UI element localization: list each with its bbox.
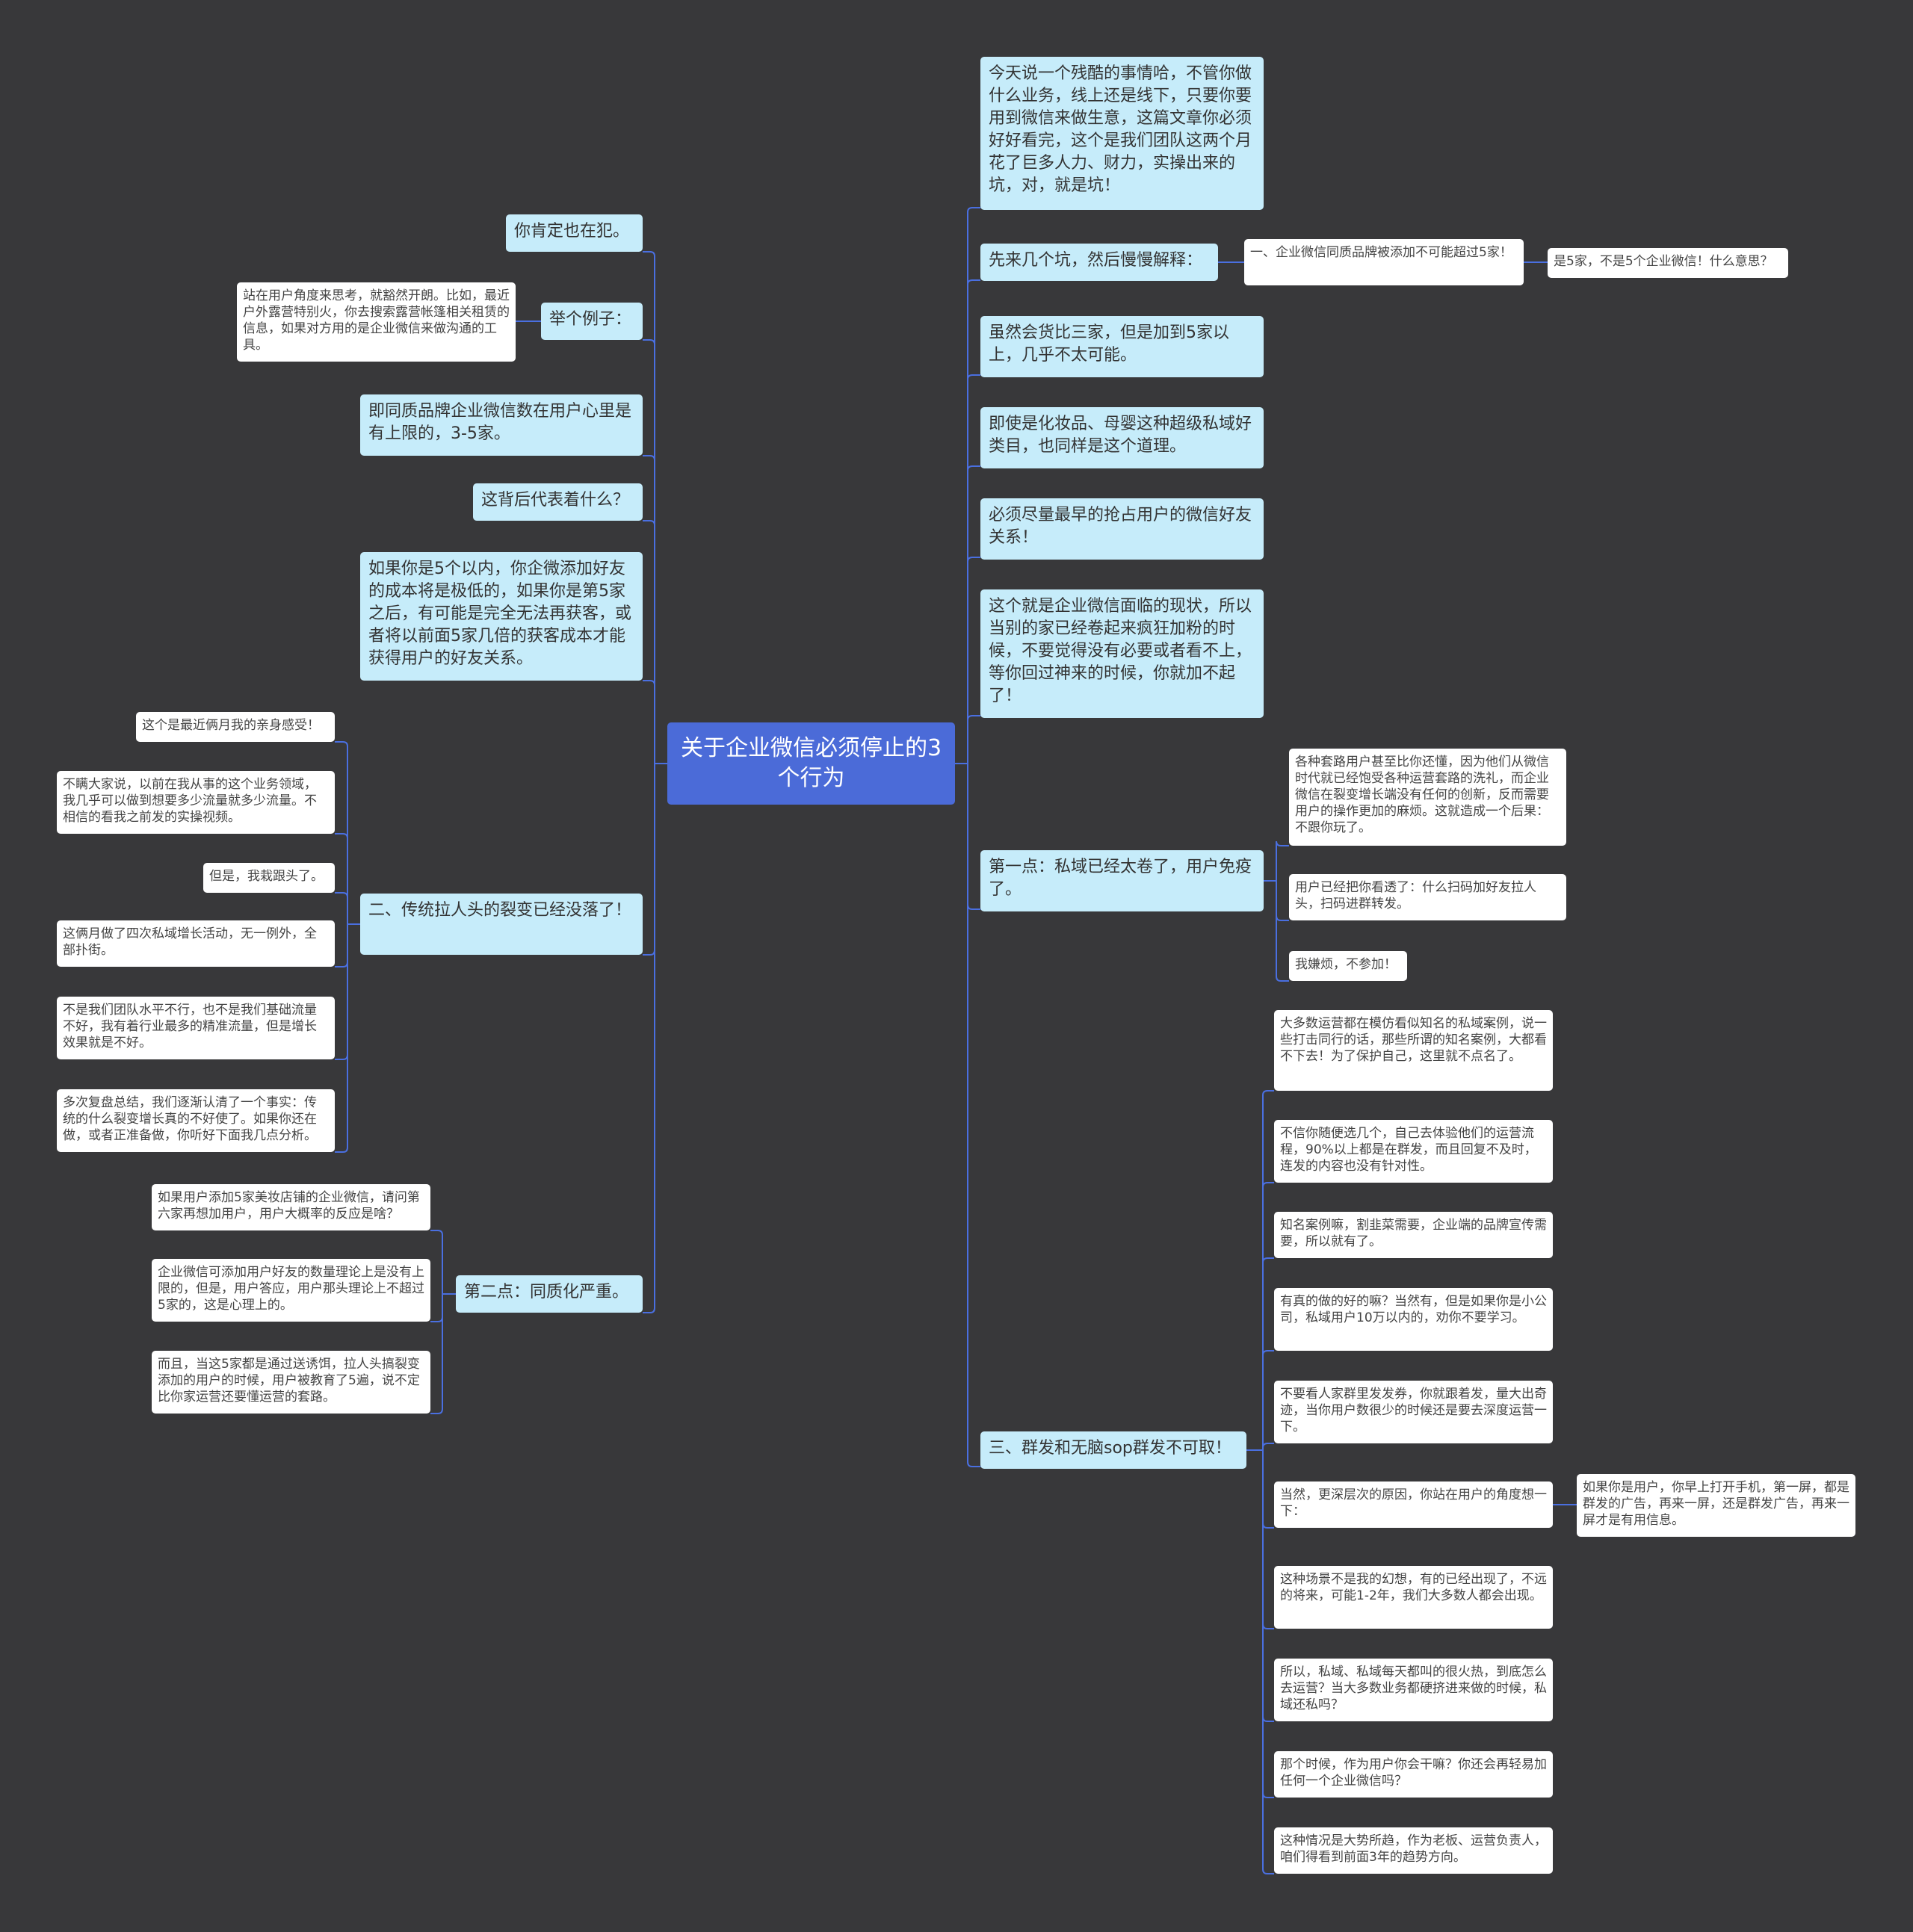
left-point-2b-item-3[interactable]: 而且，当这5家都是通过送诱饵，拉人头搞裂变添加的用户的时候，用户被教育了5遍，说… [152,1351,430,1414]
left-point-2b[interactable]: 第二点：同质化严重。 [456,1275,643,1313]
right-point-1[interactable]: 第一点：私域已经太卷了，用户免疫了。 [980,850,1264,911]
right-topic-6[interactable]: 这个就是企业微信面临的现状，所以当别的家已经卷起来疯狂加粉的时候，不要觉得没有必… [980,589,1264,718]
right-point-3-item-6[interactable]: 当然，更深层次的原因，你站在用户的角度想一下： [1274,1481,1553,1528]
right-point-3-item-6-sub[interactable]: 如果你是用户，你早上打开手机，第一屏，都是群发的广告，再来一屏，还是群发广告，再… [1577,1474,1855,1537]
left-point-2-item-4[interactable]: 这俩月做了四次私域增长活动，无一例外，全部扑街。 [57,920,335,967]
left-topic-2[interactable]: 举个例子： [541,303,643,340]
right-point-3-item-9[interactable]: 那个时候，作为用户你会干嘛？你还会再轻易加任何一个企业微信吗？ [1274,1751,1553,1798]
left-topic-3[interactable]: 即同质品牌企业微信数在用户心里是有上限的，3-5家。 [360,394,643,456]
right-topic-2-sub[interactable]: 一、企业微信同质品牌被添加不可能超过5家！ [1244,239,1524,285]
right-point-3-item-3[interactable]: 知名案例嘛，割韭菜需要，企业端的品牌宣传需要，所以就有了。 [1274,1212,1553,1258]
left-topic-1[interactable]: 你肯定也在犯。 [506,214,643,252]
right-point-3-item-10[interactable]: 这种情况是大势所趋，作为老板、运营负责人，咱们得看到前面3年的趋势方向。 [1274,1827,1553,1874]
right-point-3-item-5[interactable]: 不要看人家群里发发券，你就跟着发，量大出奇迹，当你用户数很少的时候还是要去深度运… [1274,1381,1553,1443]
left-point-2[interactable]: 二、传统拉人头的裂变已经没落了！ [360,894,643,955]
left-point-2-item-6[interactable]: 多次复盘总结，我们逐渐认清了一个事实：传统的什么裂变增长真的不好使了。如果你还在… [57,1089,335,1152]
left-point-2-item-1[interactable]: 这个是最近俩月我的亲身感受！ [136,712,335,742]
right-topic-5[interactable]: 必须尽量最早的抢占用户的微信好友关系！ [980,498,1264,560]
right-point-3-item-8[interactable]: 所以，私域、私域每天都叫的很火热，到底怎么去运营？当大多数业务都硬挤进来做的时候… [1274,1659,1553,1721]
right-point-3-item-4[interactable]: 有真的做的好的嘛？当然有，但是如果你是小公司，私域用户10万以内的，劝你不要学习… [1274,1288,1553,1351]
right-point-3-item-1[interactable]: 大多数运营都在模仿看似知名的私域案例，说一些打击同行的话，那些所谓的知名案例，大… [1274,1010,1553,1091]
left-topic-2-sub[interactable]: 站在用户角度来思考，就豁然开朗。比如，最近户外露营特别火，你去搜索露营帐篷相关租… [237,282,516,362]
root-topic[interactable]: 关于企业微信必须停止的3个行为 [667,722,955,805]
right-topic-4[interactable]: 即使是化妆品、母婴这种超级私域好类目，也同样是这个道理。 [980,407,1264,468]
right-point-1-item-2[interactable]: 用户已经把你看透了：什么扫码加好友拉人头，扫码进群转发。 [1289,874,1566,920]
right-topic-2-subsub[interactable]: 是5家，不是5个企业微信！什么意思？ [1548,248,1788,278]
right-point-3-item-2[interactable]: 不信你随便选几个，自己去体验他们的运营流程，90%以上都是在群发，而且回复不及时… [1274,1120,1553,1183]
left-point-2-item-2[interactable]: 不瞒大家说，以前在我从事的这个业务领域，我几乎可以做到想要多少流量就多少流量。不… [57,771,335,834]
left-topic-5[interactable]: 如果你是5个以内，你企微添加好友的成本将是极低的，如果你是第5家之后，有可能是完… [360,552,643,681]
right-point-3-item-7[interactable]: 这种场景不是我的幻想，有的已经出现了，不远的将来，可能1-2年，我们大多数人都会… [1274,1566,1553,1629]
right-topic-3[interactable]: 虽然会货比三家，但是加到5家以上，几乎不太可能。 [980,316,1264,377]
right-point-3[interactable]: 三、群发和无脑sop群发不可取！ [980,1431,1246,1469]
left-point-2-item-3[interactable]: 但是，我栽跟头了。 [203,863,335,893]
right-topic-1[interactable]: 今天说一个残酷的事情哈，不管你做什么业务，线上还是线下，只要你要用到微信来做生意… [980,57,1264,210]
right-topic-2[interactable]: 先来几个坑，然后慢慢解释： [980,244,1218,281]
left-point-2b-item-2[interactable]: 企业微信可添加用户好友的数量理论上是没有上限的，但是，用户答应，用户那头理论上不… [152,1259,430,1322]
right-point-1-item-3[interactable]: 我嫌烦，不参加！ [1289,951,1407,981]
right-point-1-item-1[interactable]: 各种套路用户甚至比你还懂，因为他们从微信时代就已经饱受各种运营套路的洗礼，而企业… [1289,749,1566,846]
left-point-2-item-5[interactable]: 不是我们团队水平不行，也不是我们基础流量不好，我有着行业最多的精准流量，但是增长… [57,997,335,1059]
left-topic-4[interactable]: 这背后代表着什么？ [473,483,643,521]
left-point-2b-item-1[interactable]: 如果用户添加5家美妆店铺的企业微信，请问第六家再想加用户，用户大概率的反应是啥？ [152,1184,430,1230]
